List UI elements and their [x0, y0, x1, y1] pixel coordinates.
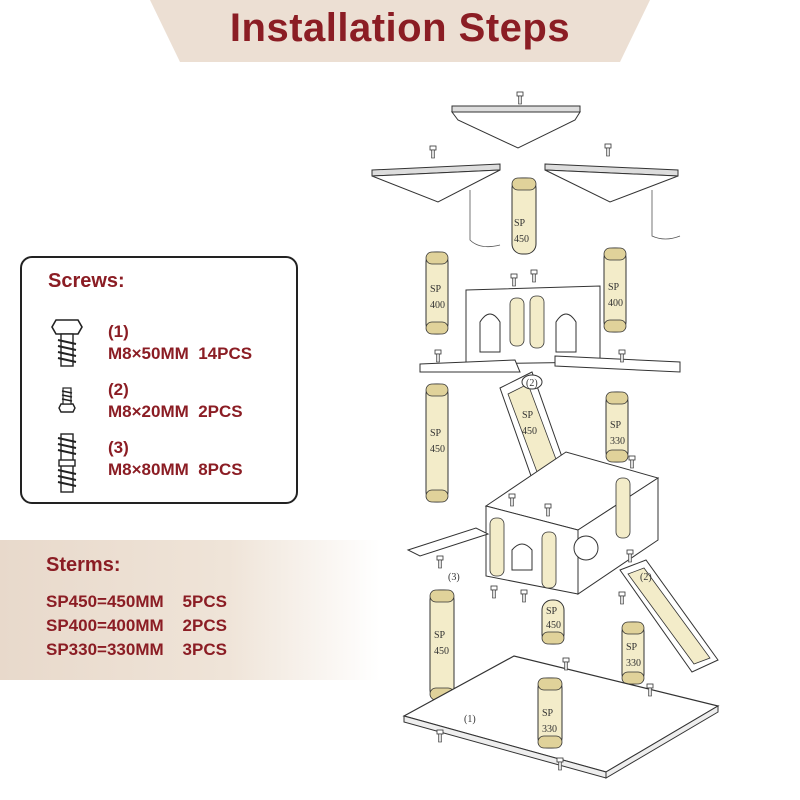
screw-number: (3) [108, 438, 129, 457]
right-perch-platform [544, 143, 681, 240]
post-sp400-left: SP 400 [425, 251, 449, 335]
bolt-50mm-icon [51, 319, 83, 367]
screw-spec: M8×20MM 2PCS [108, 402, 243, 421]
screw-spec: M8×80MM 8PCS [108, 460, 243, 479]
post-label-sp: SP [434, 630, 446, 641]
post-sp330-mid-right: SP 330 [605, 391, 629, 463]
screw-spec: M8×50MM 14PCS [108, 344, 253, 363]
post-label-length: 330 [542, 724, 557, 735]
post-sp450-mid-left: SP 450 [425, 383, 449, 503]
post-sp450-top: SP 450 [511, 177, 537, 255]
part-ref-label: (3) [448, 572, 460, 583]
upper-condo-house [465, 269, 601, 365]
post-label-sp: SP [430, 284, 442, 295]
post-label-sp: SP [514, 218, 526, 229]
left-step-shelf: (3) [406, 527, 528, 603]
screw-item: (2) M8×20MM 2PCS [22, 380, 298, 440]
lower-condo-box [484, 451, 660, 595]
post-label-length: 400 [608, 298, 623, 309]
post-label-sp: SP [430, 428, 442, 439]
sterm-line: SP400=400MM 2PCS [46, 616, 227, 635]
top-perch-platform [451, 91, 581, 149]
bolt-20mm-icon [58, 387, 76, 413]
banner-shape [150, 0, 650, 62]
post-label-length: 450 [522, 426, 537, 437]
post-sp450-lower-center: SP 450 [541, 599, 565, 645]
post-label-sp: SP [626, 642, 638, 653]
double-screw-80mm-icon [57, 433, 77, 493]
screws-heading: Screws: [48, 270, 125, 292]
screw-number: (2) [108, 380, 129, 399]
part-ref-label: (1) [464, 714, 476, 725]
middle-shelf-platform [419, 349, 681, 373]
post-label-length: 450 [514, 234, 529, 245]
post-label-sp: SP [542, 708, 554, 719]
part-ref-label: (2) [640, 572, 652, 583]
post-label-length: 450 [430, 444, 445, 455]
post-label-length: 400 [430, 300, 445, 311]
sterm-line: SP450=450MM 5PCS [46, 592, 227, 611]
post-label-sp: SP [610, 420, 622, 431]
post-sp400-right: SP 400 [603, 247, 627, 333]
screw-item: (3) M8×80MM 8PCS [22, 433, 298, 494]
cat-tree-assembly-diagram: SP 450 SP 400 SP 400 (2) S [371, 91, 720, 779]
sterms-heading: Sterms: [46, 554, 121, 576]
post-sp330-base: SP 330 [537, 677, 563, 749]
part-ref-label: (2) [526, 378, 538, 389]
post-sp330-lower-right: SP 330 [621, 621, 645, 685]
title-banner: Installation Steps [150, 0, 650, 62]
sterm-line: SP330=330MM 3PCS [46, 640, 227, 659]
post-sp450-lower-left: SP 450 [429, 589, 455, 701]
sterms-panel: Sterms: SP450=450MM 5PCS SP400=400MM 2PC… [0, 540, 380, 680]
post-label-length: 330 [626, 658, 641, 669]
page-title: Installation Steps [229, 6, 571, 50]
upper-ramp-ladder: (2) SP 450 [499, 371, 569, 491]
lower-ramp-ladder: (2) [618, 549, 719, 673]
post-label-sp: SP [522, 410, 534, 421]
post-label-sp: SP [546, 606, 558, 617]
left-perch-platform [371, 145, 501, 248]
post-label-sp: SP [608, 282, 620, 293]
post-label-length: 450 [434, 646, 449, 657]
post-label-length: 450 [546, 620, 561, 631]
screw-number: (1) [108, 322, 129, 341]
screws-panel: Screws: (1) M8×50MM 14PCS (2) M8×20MM 2P… [20, 256, 298, 504]
screw-item: (1) M8×50MM 14PCS [22, 318, 298, 378]
post-label-length: 330 [610, 436, 625, 447]
